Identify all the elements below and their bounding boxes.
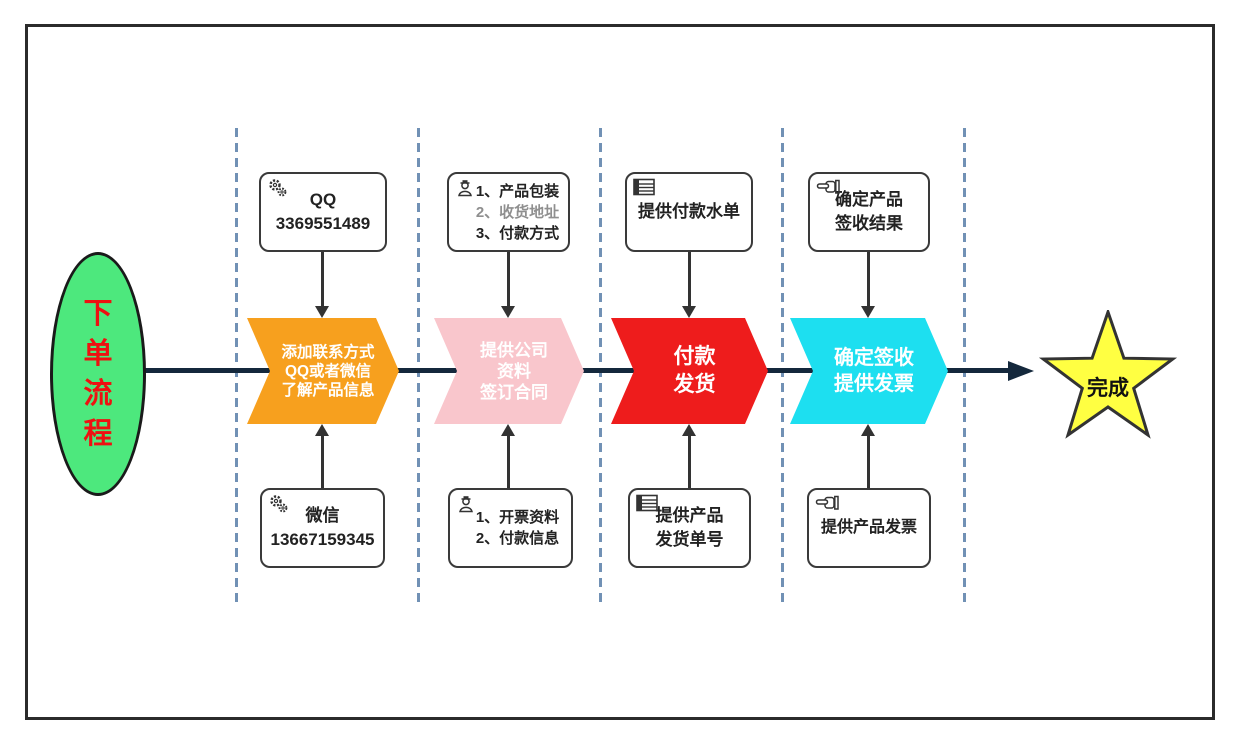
connector-line — [688, 436, 691, 488]
note-text: QQ 3369551489 — [275, 190, 371, 233]
connector-line — [688, 252, 691, 307]
connector-line — [321, 436, 324, 488]
phase-divider — [235, 128, 238, 603]
stage-label: 添加联系方式 QQ或者微信 了解产品信息 — [281, 343, 375, 399]
connector-line — [867, 252, 870, 307]
arrow-up-icon — [315, 424, 329, 436]
note-text: 1、产品包装 2、收货地址 3、付款方式 — [475, 182, 560, 242]
arrow-down-icon — [501, 306, 515, 318]
hand-icon — [815, 494, 840, 512]
arrow-up-icon — [861, 424, 875, 436]
stage-chevron: 提供公司 资料 签订合同 — [434, 318, 584, 424]
connector-line — [507, 436, 510, 488]
start-node: 下单流程 — [50, 252, 146, 496]
start-node-label: 下单流程 — [83, 298, 113, 450]
note-text: 提供产品 发货单号 — [655, 506, 724, 549]
stage-chevron: 添加联系方式 QQ或者微信 了解产品信息 — [247, 318, 399, 424]
phase-divider — [417, 128, 420, 603]
connector-line — [507, 252, 510, 307]
note-text: 提供产品发票 — [820, 519, 917, 536]
note-text: 1、开票资料 2、付款信息 — [475, 509, 560, 547]
stage-label: 付款 发货 — [673, 345, 716, 396]
connector-line — [867, 436, 870, 488]
gears-icon — [268, 494, 291, 515]
note-box: 提供产品 发货单号 — [628, 488, 751, 568]
arrow-up-icon — [501, 424, 515, 436]
connector-line — [321, 252, 324, 307]
phase-divider — [599, 128, 602, 603]
arrow-up-icon — [682, 424, 696, 436]
table-icon — [633, 178, 655, 196]
courier-icon — [456, 494, 476, 514]
stage-chevron: 付款 发货 — [611, 318, 768, 424]
note-box: 1、产品包装 2、收货地址 3、付款方式 — [447, 172, 570, 252]
finish-label: 完成 — [1087, 377, 1129, 400]
phase-divider — [781, 128, 784, 603]
note-box: 提供产品发票 — [807, 488, 931, 568]
note-text: 确定产品 签收结果 — [835, 190, 903, 233]
note-box: 微信 13667159345 — [260, 488, 385, 568]
arrow-down-icon — [861, 306, 875, 318]
stage-label: 提供公司 资料 签订合同 — [480, 340, 548, 402]
flow-arrowhead — [1008, 361, 1034, 381]
hand-icon — [816, 178, 841, 196]
stage-chevron: 确定签收 提供发票 — [790, 318, 948, 424]
note-box: 确定产品 签收结果 — [808, 172, 930, 252]
note-box: 提供付款水单 — [625, 172, 753, 252]
stage-label: 确定签收 提供发票 — [834, 347, 914, 395]
phase-divider — [963, 128, 966, 603]
gears-icon — [267, 178, 290, 199]
courier-icon — [455, 178, 475, 198]
note-box: QQ 3369551489 — [259, 172, 387, 252]
finish-star — [1036, 307, 1180, 450]
note-box: 1、开票资料 2、付款信息 — [448, 488, 573, 568]
note-text: 提供付款水单 — [638, 202, 740, 221]
table-icon — [636, 494, 658, 512]
arrow-down-icon — [682, 306, 696, 318]
star-shape — [1038, 307, 1178, 439]
arrow-down-icon — [315, 306, 329, 318]
note-text: 微信 13667159345 — [270, 506, 375, 549]
diagram-border — [25, 24, 1215, 720]
